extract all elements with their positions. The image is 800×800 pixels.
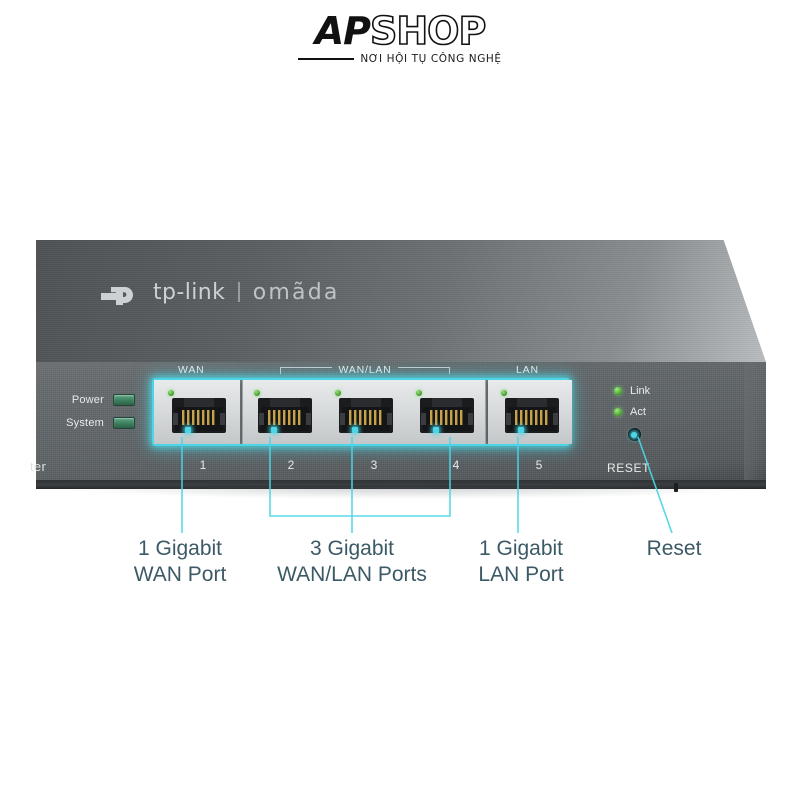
port-led-icon	[334, 390, 341, 396]
link-label: Link	[630, 385, 651, 397]
logo-wordmark: AP SHOP	[314, 9, 487, 53]
rj45-jack-icon	[505, 398, 559, 433]
link-act-led-group: Link Act	[614, 385, 650, 418]
device-top-texture	[36, 240, 766, 362]
port-led-icon	[254, 390, 261, 396]
ethernet-port-1[interactable]	[165, 388, 229, 436]
callout-anchor-port-1	[185, 427, 191, 433]
port-number-4: 4	[452, 458, 460, 472]
callout-reset: Reset	[646, 537, 702, 560]
omada-text: omãda	[252, 279, 340, 305]
logo-tagline-row: NƠI HỘI TỤ CÔNG NGHỆ	[298, 53, 501, 65]
callout-wan-lan-ports: 3 Gigabit WAN/LAN Ports	[277, 537, 427, 587]
port-group-lan	[488, 380, 572, 444]
port-header-wan: WAN	[178, 364, 205, 376]
callout-anchor-port-5	[518, 427, 524, 433]
device-top-surface	[36, 240, 766, 362]
port-number-1: 1	[199, 458, 207, 472]
port-led-icon	[415, 390, 422, 396]
port-led-icon	[168, 390, 174, 396]
callout-anchor-port-2	[271, 427, 278, 433]
bracket-right	[397, 366, 450, 374]
logo-text-ap: AP	[314, 9, 371, 53]
act-label: Act	[630, 406, 646, 418]
rj45-jack-icon	[172, 398, 226, 433]
logo-text-shop: SHOP	[369, 9, 487, 53]
ethernet-port-3[interactable]	[332, 388, 396, 436]
screw-icon	[674, 483, 678, 492]
callout-anchor-port-3	[351, 427, 358, 433]
port-group-wan	[154, 380, 240, 444]
callout-wan-port: 1 Gigabit WAN Port	[133, 537, 227, 587]
callout-lan-port: 1 Gigabit LAN Port	[478, 537, 564, 587]
tp-link-omada-logo: tp-link omãda	[100, 278, 340, 306]
site-logo: AP SHOP NƠI HỘI TỤ CÔNG NGHỆ	[0, 9, 800, 65]
status-indicator-group: Power System	[58, 394, 135, 429]
port-number-3: 3	[370, 458, 378, 472]
rj45-jack-icon	[338, 398, 393, 433]
reset-label: RESET	[607, 461, 651, 475]
port-number-2: 2	[287, 458, 295, 472]
port-header-lan: LAN	[516, 364, 539, 376]
port-header-wan-lan-bracket: WAN/LAN	[280, 364, 450, 376]
power-led-icon	[113, 394, 135, 406]
system-label: System	[66, 417, 104, 429]
ethernet-port-2[interactable]	[251, 388, 315, 436]
led-row-link: Link	[614, 385, 650, 397]
link-led-icon	[614, 387, 622, 395]
status-row-system: System	[58, 417, 135, 429]
ethernet-port-4[interactable]	[413, 388, 477, 436]
rj45-jack-icon	[258, 398, 313, 433]
act-led-icon	[614, 408, 622, 416]
led-row-act: Act	[614, 406, 650, 418]
power-label: Power	[71, 394, 104, 406]
status-row-power: Power	[58, 394, 135, 406]
logo-divider	[238, 282, 240, 302]
port-group-wan-lan	[242, 380, 486, 444]
partial-router-text: ter	[30, 459, 47, 474]
ethernet-port-panel-highlight	[152, 378, 572, 446]
tp-link-text: tp-link	[153, 279, 226, 305]
rj45-jack-icon	[419, 398, 474, 433]
bracket-left	[280, 366, 333, 374]
device-right-edge	[744, 362, 766, 488]
port-led-icon	[501, 390, 507, 396]
callout-anchor-port-4	[432, 427, 439, 433]
port-number-5: 5	[535, 458, 543, 472]
logo-tagline: NƠI HỘI TỤ CÔNG NGHỆ	[360, 53, 502, 65]
reset-button-hole[interactable]	[628, 428, 641, 441]
logo-rule	[298, 58, 355, 60]
ethernet-port-5[interactable]	[498, 388, 562, 436]
device-shadow	[60, 487, 750, 499]
tp-link-p-icon	[101, 287, 133, 305]
system-led-icon	[113, 417, 135, 429]
port-header-wan-lan: WAN/LAN	[338, 364, 392, 376]
